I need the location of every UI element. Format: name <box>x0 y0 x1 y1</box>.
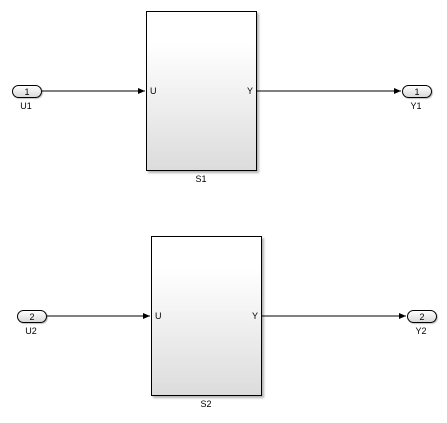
outport-y1-number: 1 <box>414 87 420 97</box>
subsystem-s2-name: S2 <box>200 399 212 409</box>
subsystem-s1-name: S1 <box>195 174 207 184</box>
inport-u1-label: U1 <box>20 101 32 111</box>
outport-y2-number: 2 <box>419 312 425 322</box>
outport-y2[interactable]: 2 <box>407 310 437 323</box>
subsystem-s1-output-label: Y <box>246 86 253 96</box>
outport-y2-label: Y2 <box>415 326 427 336</box>
inport-u2[interactable]: 2 <box>17 310 47 323</box>
subsystem-s1-input-label: U <box>150 86 157 96</box>
outport-y1[interactable]: 1 <box>402 85 432 98</box>
subsystem-s2-output-label: Y <box>251 311 258 321</box>
inport-u2-label: U2 <box>25 326 37 336</box>
outport-y1-label: Y1 <box>410 101 422 111</box>
inport-u2-number: 2 <box>29 312 35 322</box>
subsystem-s2[interactable]: U Y <box>151 236 262 396</box>
subsystem-s2-input-label: U <box>155 311 162 321</box>
inport-u1-number: 1 <box>24 87 30 97</box>
inport-u1[interactable]: 1 <box>12 85 42 98</box>
subsystem-s1[interactable]: U Y <box>146 11 257 171</box>
